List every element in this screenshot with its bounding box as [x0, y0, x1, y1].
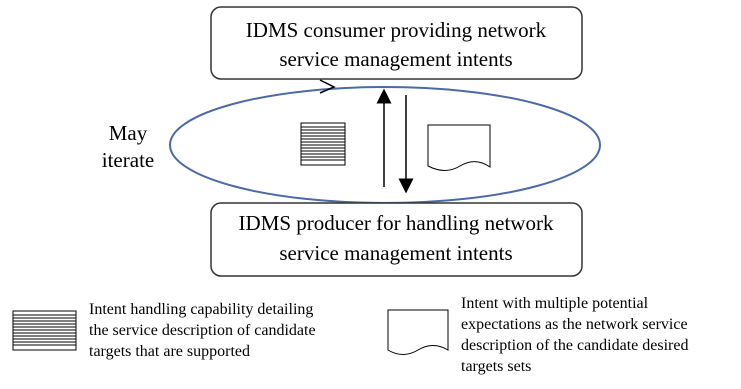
iteration-ellipse: [169, 86, 601, 204]
producer-box-line2: service management intents: [279, 241, 512, 265]
consumer-box-line1: IDMS consumer providing network: [246, 18, 547, 42]
iterate-label-line2: iterate: [102, 148, 154, 172]
consumer-box-line2: service management intents: [279, 47, 512, 71]
legend-capability-icon: [12, 310, 77, 351]
legend-intent-line3: description of the candidate desired: [461, 337, 688, 354]
legend-intent-line1: Intent with multiple potential: [461, 295, 649, 312]
intent-document-icon: [427, 124, 491, 171]
iterate-label-line1: May: [109, 121, 148, 145]
producer-box-line1: IDMS producer for handling network: [239, 211, 554, 235]
ellipse-direction-arrow-icon: [319, 79, 336, 94]
legend-intent-line4: targets sets: [461, 358, 531, 375]
legend-intent-icon: [387, 309, 449, 355]
producer-box: IDMS producer for handling network servi…: [210, 202, 583, 277]
legend-capability-line3: targets that are supported: [89, 343, 250, 360]
legend-capability-line1: Intent handling capability detailing: [89, 301, 313, 318]
legend-capability-line2: the service description of candidate: [89, 322, 316, 339]
consumer-box: IDMS consumer providing network service …: [210, 6, 583, 80]
capability-document-icon: [300, 122, 346, 166]
legend-intent-line2: expectations as the network service: [461, 316, 688, 333]
